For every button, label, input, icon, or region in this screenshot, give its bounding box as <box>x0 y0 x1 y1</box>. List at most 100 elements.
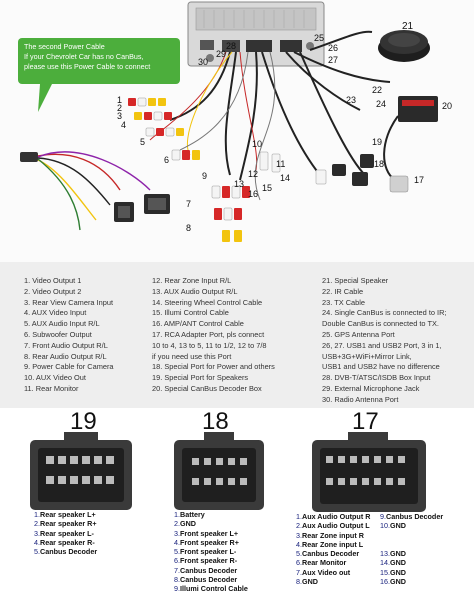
pin-number: 2. <box>296 521 302 531</box>
pin-label: Front speaker R+ <box>180 537 239 547</box>
pin-label: Rear Monitor <box>302 558 347 568</box>
callout-16: 16 <box>248 189 259 199</box>
decoder-connectors <box>332 154 374 186</box>
connector-19-pin-list: 1.Rear speaker L+ 2.Rear speaker R+ 3.Re… <box>34 510 97 556</box>
pin-number: 6. <box>296 558 302 568</box>
pin-row: 2.Aux Audio Output L <box>296 521 370 530</box>
legend-item: 5. AUX Audio Input R/L <box>24 319 100 329</box>
pin-row: 7.Aux Video out <box>296 568 370 577</box>
pin-number: 4. <box>296 539 302 549</box>
pin-number: 1. <box>296 512 302 521</box>
legend-item: 30. Radio Antenna Port <box>322 394 399 404</box>
legend-item: 8. Rear Audio Output R/L <box>24 351 107 361</box>
pin-row <box>380 540 443 549</box>
legend-item: 20. Special CanBus Decoder Box <box>152 383 262 393</box>
legend-column-2: 12. Rear Zone Input R/L 13. AUX Audio Ou… <box>152 276 275 395</box>
pin-label: GND <box>390 558 406 568</box>
pin-row: 1.Battery <box>174 510 248 519</box>
pin-row: 4.Rear speaker R- <box>34 538 97 547</box>
callout-4: 4 <box>121 120 127 130</box>
legend-item: 13. AUX Audio Output R/L <box>152 286 238 296</box>
legend-item: 9. Power Cable for Camera <box>24 362 114 372</box>
pin-row: 6.Rear Monitor <box>296 558 370 567</box>
callout-22: 22 <box>372 85 383 95</box>
callout-18: 18 <box>374 159 385 169</box>
callout-14: 14 <box>280 173 291 183</box>
legend-item: 14. Steering Wheel Control Cable <box>152 297 263 307</box>
pin-row: 3.Rear Zone input R <box>296 531 370 540</box>
pin-number: 15. <box>380 567 390 577</box>
pin-label: Rear Zone input L <box>302 539 364 549</box>
legend-item: 18. Special Port for Power and others <box>152 362 275 372</box>
pin-label: GND <box>390 567 406 577</box>
pin-row: 3.Rear speaker L- <box>34 529 97 538</box>
pin-row: 6.Front speaker R- <box>174 556 248 565</box>
connector-19-title: 19 <box>70 408 97 435</box>
pin-row <box>380 531 443 540</box>
pin-row: 9.Illumi Control Cable <box>174 584 248 593</box>
callout-12: 12 <box>248 169 259 179</box>
connector-pinouts: 19 1.Rear speaker L+ 2.Rear speaker R+ 3… <box>0 408 474 600</box>
pin-label: Illumi Control Cable <box>180 584 248 594</box>
power-cable-note: The second Power Cable If your Chevrolet… <box>18 38 180 84</box>
callout-8: 8 <box>186 223 192 233</box>
legend-item: 19. Special Port for Speakers <box>152 373 249 383</box>
pin-row: 4.Front speaker R+ <box>174 538 248 547</box>
rca-adapter-cluster <box>211 185 250 242</box>
connector-17-drawing <box>312 432 426 512</box>
pin-row: 2.Rear speaker R+ <box>34 519 97 528</box>
pin-row: 8.Canbus Decoder <box>174 575 248 584</box>
pin-number: 7. <box>296 567 302 577</box>
connector-18-pin-list: 1.Battery 2.GND 3.Front speaker L+ 4.Fro… <box>174 510 248 594</box>
callout-28: 28 <box>226 41 237 51</box>
callout-21: 21 <box>402 21 414 32</box>
legend-item: 10 to 4, 13 to 5, 11 to 1/2, 12 to 7/8 <box>152 340 267 350</box>
pin-label: Canbus Decoder <box>180 565 238 575</box>
pin-number: 3. <box>296 530 302 540</box>
pin-number: 9. <box>174 584 180 594</box>
callout-25: 25 <box>314 33 325 43</box>
callout-26: 26 <box>328 43 339 53</box>
legend-item: 7. Front Audio Output R/L <box>24 340 108 350</box>
pin-number: 4. <box>34 537 40 547</box>
legend-item: 25. GPS Antenna Port <box>322 329 395 339</box>
callout-11: 11 <box>276 159 286 169</box>
pin-number: 1. <box>174 510 180 519</box>
legend-item: Double CanBus is connected to TX. <box>322 319 439 329</box>
pin-number: 4. <box>174 537 180 547</box>
pin-label: Front speaker L- <box>180 547 237 557</box>
aux-plugs <box>259 151 327 185</box>
legend-item: 26, 27. USB1 and USB2 Port, 3 in 1, <box>322 340 442 350</box>
legend-panel: 1. Video Output 1 2. Video Output 2 3. R… <box>0 262 474 408</box>
legend-column-3: 21. Special Speaker 22. IR Cable 23. TX … <box>322 276 446 406</box>
pin-label: GND <box>390 577 406 587</box>
pin-number: 2. <box>174 519 180 529</box>
wiring-diagram: The second Power Cable If your Chevrolet… <box>0 0 474 262</box>
pin-row: 14.GND <box>380 558 443 567</box>
pin-label: GND <box>302 577 318 587</box>
callout-5: 5 <box>140 137 146 147</box>
callout-15: 15 <box>262 183 273 193</box>
pin-row: 15.GND <box>380 568 443 577</box>
pin-number: 3. <box>174 528 180 538</box>
pin-label: Rear speaker R- <box>40 537 95 547</box>
pin-number: 6. <box>174 556 180 566</box>
wiring-illustration <box>20 1 438 242</box>
legend-item: 29. External Microphone Jack <box>322 383 420 393</box>
connector-17-title: 17 <box>352 408 379 435</box>
callout-7: 7 <box>186 199 192 209</box>
callout-6: 6 <box>164 155 170 165</box>
legend-item: 23. TX Cable <box>322 297 366 307</box>
legend-item: 24. Single CanBus is connected to IR; <box>322 308 447 318</box>
callout-9: 9 <box>202 171 208 181</box>
pin-label: Canbus Decoder <box>180 575 238 585</box>
pin-number: 8. <box>296 577 302 587</box>
callout-27: 27 <box>328 55 339 65</box>
legend-item: 3. Rear View Camera Input <box>24 297 114 307</box>
legend-item: 10. AUX Video Out <box>24 373 86 383</box>
rca-cluster-left <box>128 97 200 161</box>
legend-item: 1. Video Output 1 <box>24 276 82 285</box>
legend-item: 11. Rear Monitor <box>24 383 79 393</box>
pin-row: 1.Rear speaker L+ <box>34 510 97 519</box>
pin-number: 14. <box>380 558 390 568</box>
